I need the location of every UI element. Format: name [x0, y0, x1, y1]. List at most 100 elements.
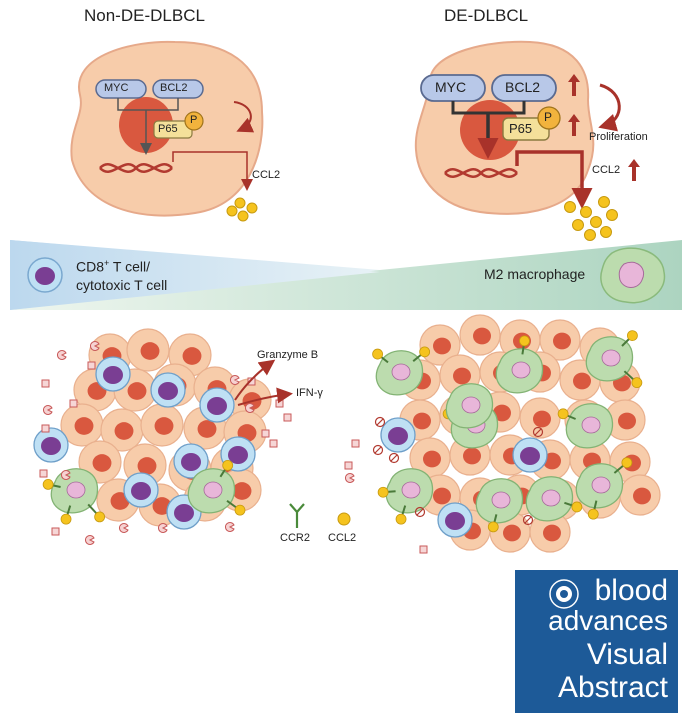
- ccl2-label-right: CCL2: [592, 164, 621, 176]
- gradient-band: [10, 240, 682, 310]
- dna-icon: [444, 168, 518, 178]
- tumor-cell: [140, 403, 184, 447]
- de-dlbcl-cell: [414, 40, 640, 241]
- ifn-particle: [269, 439, 278, 448]
- granzyme-b-label: Granzyme B: [257, 349, 319, 361]
- granzyme-particle: [118, 523, 129, 533]
- tumor-cell: [419, 324, 461, 366]
- ifn-particle: [41, 424, 50, 433]
- ifn-arrow: [237, 387, 293, 406]
- tumor-cell: [126, 328, 170, 372]
- granzyme-particle: [84, 535, 95, 545]
- nucleus: [460, 100, 520, 160]
- proliferation-label: Proliferation: [589, 131, 648, 143]
- logo-abstract: Abstract: [557, 671, 668, 704]
- macrophage-icon: [600, 247, 666, 304]
- ccr2-legend-label: CCR2: [280, 532, 310, 544]
- granzyme-particle: [244, 403, 255, 413]
- dna-icon: [99, 163, 173, 173]
- tcell: [199, 387, 235, 423]
- tumor-cluster-non-de: [33, 328, 292, 545]
- ifn-particle: [41, 379, 50, 388]
- ccl2-dots: [226, 197, 258, 222]
- phospho-label-large: P: [544, 110, 553, 124]
- tumor-cell: [60, 403, 104, 447]
- tumor-cell: [604, 399, 646, 441]
- ccr2-legend-icon: [289, 503, 305, 528]
- blocked-interaction-icon: [374, 416, 386, 428]
- ifn-particle: [39, 469, 48, 478]
- ifn-particle: [87, 361, 96, 370]
- logo-visual: Visual: [586, 638, 668, 671]
- ifn-particle: [351, 439, 360, 448]
- tumor-cluster-de: [344, 314, 661, 554]
- tcell: [437, 502, 473, 538]
- granzyme-particle: [224, 522, 235, 532]
- macrophage: [585, 330, 643, 389]
- macrophage: [187, 459, 246, 516]
- cytotoxic-tcell-label: cytotoxic T cell: [76, 277, 168, 293]
- bcl2-label-large: BCL2: [505, 79, 541, 95]
- logo-advances: advances: [548, 605, 668, 636]
- macrophage: [372, 346, 431, 396]
- tumor-cell: [519, 397, 561, 439]
- granzyme-particle: [42, 405, 53, 415]
- tumor-cell: [539, 319, 581, 361]
- tcell: [150, 372, 186, 408]
- de-dlbcl-title: DE-DLBCL: [444, 6, 529, 25]
- blocked-interaction-icon: [522, 514, 534, 526]
- granzyme-arrow: [234, 359, 276, 401]
- tumor-cell: [459, 314, 501, 356]
- ccl2-label-left: CCL2: [252, 169, 281, 181]
- blocked-interaction-icon: [414, 506, 426, 518]
- up-arrow-icons: [568, 74, 640, 181]
- granzyme-particle: [60, 470, 71, 480]
- cd8-tcell-label: CD8+ T cell/: [76, 258, 151, 275]
- macrophage: [575, 457, 633, 520]
- p65-label-large: P65: [509, 121, 533, 136]
- macrophage: [445, 383, 494, 429]
- non-de-dlbcl-title: Non-DE-DLBCL: [84, 6, 205, 25]
- tcell: [380, 417, 416, 453]
- tcell: [123, 472, 159, 508]
- blocked-interaction-icon: [532, 426, 544, 438]
- non-de-dlbcl-cell: [70, 40, 264, 222]
- p65-label: P65: [158, 123, 178, 135]
- myc-label-large: MYC: [435, 79, 467, 95]
- phospho-label: P: [190, 114, 198, 126]
- macrophage: [42, 468, 106, 525]
- ifn-gamma-label: IFN-γ: [296, 387, 323, 399]
- macrophage: [377, 468, 434, 525]
- ifn-particle: [51, 527, 60, 536]
- ifn-particle: [69, 399, 78, 408]
- logo-blood: blood: [594, 574, 668, 607]
- ifn-particle: [283, 413, 292, 422]
- cycle-arrow-icon: [233, 101, 255, 133]
- blood-advances-logo: blood advances Visual Abstract: [515, 570, 678, 713]
- macrophage: [557, 403, 614, 449]
- tcell: [512, 437, 548, 473]
- ccl2-legend-icon: [337, 512, 351, 526]
- bcl2-label: BCL2: [160, 82, 188, 94]
- granzyme-particle: [56, 350, 67, 360]
- myc-box: [95, 79, 147, 99]
- tcell: [33, 427, 69, 463]
- tcell-icon: [27, 257, 63, 293]
- phospho-icon: [537, 106, 561, 130]
- macrophage: [525, 476, 583, 522]
- ash-seal-icon: [549, 579, 579, 609]
- granzyme-particle: [157, 523, 168, 533]
- tumor-cell: [100, 408, 144, 452]
- blocked-interaction-icon: [388, 452, 400, 464]
- granzyme-particle: [89, 341, 100, 351]
- cycle-arrow-icon: [598, 83, 621, 132]
- ifn-particle: [419, 545, 428, 554]
- phospho-icon: [184, 111, 204, 131]
- macrophage: [495, 335, 544, 394]
- ifn-particle: [261, 429, 270, 438]
- granzyme-particle: [229, 375, 240, 385]
- ccl2-legend-label: CCL2: [328, 532, 357, 544]
- myc-label: MYC: [104, 82, 129, 94]
